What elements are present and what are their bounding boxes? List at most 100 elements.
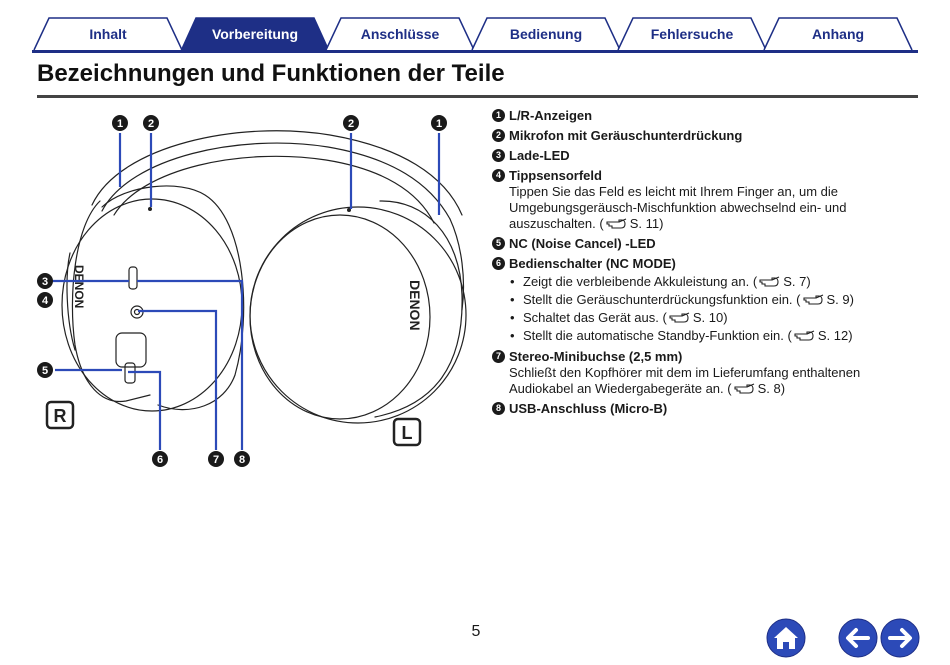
page-reference: S. 12 xyxy=(817,328,849,343)
part-item: 3 Lade-LED xyxy=(492,147,912,164)
callout-3 xyxy=(37,273,53,289)
part-number: 6 xyxy=(492,257,505,270)
pointing-hand-icon xyxy=(606,218,626,229)
callout-label: 3 xyxy=(42,276,48,288)
side-marker-r-label: R xyxy=(54,406,67,426)
callout-label: 2 xyxy=(148,118,154,130)
forward-button[interactable] xyxy=(880,618,920,658)
tab-label: Anhang xyxy=(811,26,865,42)
tab-label: Fehlersuche xyxy=(650,26,734,42)
callout-label: 4 xyxy=(42,295,49,307)
callout-label: 5 xyxy=(42,365,48,377)
callout-label: 7 xyxy=(213,454,219,466)
arrow-right-icon xyxy=(888,628,912,648)
pointing-hand-icon xyxy=(734,383,754,394)
part-title: USB-Anschluss (Micro-B) xyxy=(509,401,668,416)
part-title: NC (Noise Cancel) -LED xyxy=(509,236,656,251)
side-marker-l-label: L xyxy=(402,423,413,443)
pointing-hand-icon xyxy=(802,294,823,305)
bullet-item: Stellt die Geräuschunterdrückungsfunktio… xyxy=(509,291,912,309)
right-earcup-outer xyxy=(71,200,151,403)
tab-label: Inhalt xyxy=(89,26,127,42)
callout-1-left xyxy=(431,115,447,131)
side-marker-r xyxy=(45,400,75,430)
part-title: Lade-LED xyxy=(509,148,570,163)
tab-label: Bedienung xyxy=(509,26,583,42)
tab-label: Anschlüsse xyxy=(360,26,440,42)
pointing-hand-icon xyxy=(669,312,690,323)
tab-vorbereitung[interactable]: Vorbereitung xyxy=(180,17,330,51)
tab-anschluesse[interactable]: Anschlüsse xyxy=(325,17,475,51)
tab-underline xyxy=(32,50,918,53)
leader-line xyxy=(138,309,218,450)
part-number: 1 xyxy=(492,109,505,122)
page-reference-link[interactable]: (S. 7) xyxy=(752,274,811,289)
arrow-left-icon xyxy=(846,628,870,648)
brand-text-left: DENON xyxy=(407,280,423,331)
tab-inhalt[interactable]: Inhalt xyxy=(33,17,183,51)
bullet-item: Stellt die automatische Standby-Funktion… xyxy=(509,327,912,345)
bullet-text: Stellt die Geräuschunterdrückungsfunktio… xyxy=(523,292,793,307)
callout-label: 2 xyxy=(348,118,354,130)
callout-2-left xyxy=(343,115,359,131)
tab-shape xyxy=(325,17,475,51)
title-rule xyxy=(37,95,918,98)
callout-7 xyxy=(208,451,224,467)
part-item: 8 USB-Anschluss (Micro-B) xyxy=(492,400,912,417)
bullet-text: Stellt die automatische Standby-Funktion… xyxy=(523,328,784,343)
page-reference-link[interactable]: (S. 10) xyxy=(662,310,728,325)
page-title: Bezeichnungen und Funktionen der Teile xyxy=(37,60,505,87)
page-reference: S. 11 xyxy=(629,216,660,231)
part-number: 3 xyxy=(492,149,505,162)
callout-2-right xyxy=(143,115,159,131)
tab-shape xyxy=(180,17,330,51)
part-description: Schließt den Kopfhörer mit dem im Liefer… xyxy=(492,365,912,397)
headphone-diagram: DENON DENON 1 2 2 1 3 4 5 6 7 8 R xyxy=(37,115,467,467)
part-item: 4 Tippsensorfeld Tippen Sie das Feld es l… xyxy=(492,167,912,232)
pointing-hand-icon xyxy=(759,276,780,287)
leader-line xyxy=(128,370,162,450)
page-reference-link[interactable]: (S. 9) xyxy=(796,292,854,307)
tab-shape xyxy=(617,17,767,51)
callout-label: 8 xyxy=(239,454,245,466)
page-number: 5 xyxy=(471,623,481,640)
page-reference-link[interactable]: (S. 8) xyxy=(727,381,786,396)
tab-shape xyxy=(763,17,913,51)
callout-1-right xyxy=(112,115,128,131)
callout-4 xyxy=(37,292,53,308)
part-number: 4 xyxy=(492,169,505,182)
page-reference: S. 9 xyxy=(826,292,850,307)
home-button[interactable] xyxy=(766,618,806,658)
tab-label: Vorbereitung xyxy=(211,26,299,42)
brand-text-right: DENON xyxy=(72,265,86,308)
part-title: Tippsensorfeld xyxy=(509,168,602,183)
leader-line xyxy=(137,279,244,450)
headband xyxy=(91,130,463,216)
part-description-text: Schließt den Kopfhörer mit dem im Liefer… xyxy=(509,365,861,396)
bullet-item: Zeigt die verbleibende Akkuleistung an. … xyxy=(509,273,912,291)
tab-fehlersuche[interactable]: Fehlersuche xyxy=(617,17,767,51)
back-button[interactable] xyxy=(838,618,878,658)
pointing-hand-icon xyxy=(794,330,815,341)
callout-label: 6 xyxy=(157,454,163,466)
tab-bedienung[interactable]: Bedienung xyxy=(471,17,621,51)
bullet-text: Zeigt die verbleibende Akkuleistung an. xyxy=(523,274,750,289)
part-item: 6 Bedienschalter (NC MODE) Zeigt die verb… xyxy=(492,255,912,345)
part-description: Tippen Sie das Feld es leicht mit Ihrem … xyxy=(492,184,912,232)
part-title: Mikrofon mit Geräuschunterdrückung xyxy=(509,128,743,143)
page-reference-link[interactable]: (S. 12) xyxy=(787,328,853,343)
page-reference: S. 8 xyxy=(757,381,781,396)
part-number: 8 xyxy=(492,402,505,415)
home-icon xyxy=(774,627,798,649)
part-description-text: Tippen Sie das Feld es leicht mit Ihrem … xyxy=(509,184,847,231)
page-reference: S. 10 xyxy=(692,310,724,325)
callout-5 xyxy=(37,362,53,378)
part-title: Bedienschalter (NC MODE) xyxy=(509,256,676,271)
tab-anhang[interactable]: Anhang xyxy=(763,17,913,51)
callout-label: 1 xyxy=(436,118,442,130)
part-number: 2 xyxy=(492,129,505,142)
page-reference-link[interactable]: (S. 11) xyxy=(599,216,664,231)
